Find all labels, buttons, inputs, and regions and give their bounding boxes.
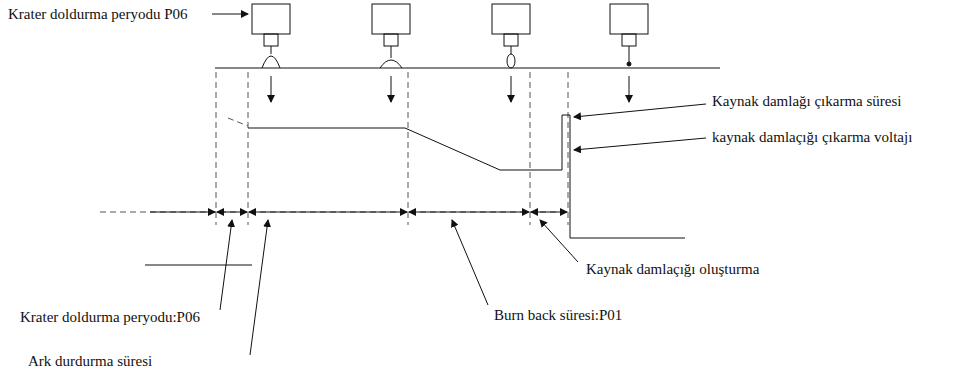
time-label: Burn back süresi:P01 [492,306,624,324]
torch-4 [610,4,648,66]
time-label: Ark durdurma süresi [26,352,154,370]
period-label: Krater doldurma peryodu:P06 [18,308,202,326]
period-label: Krater doldurma peryodu P06 [6,5,190,23]
voltage-label: kaynak damlaçığı çıkarma voltajı [710,128,914,146]
torch-3 [492,4,530,68]
torch-1 [252,4,290,68]
time-label: Kaynak damlağı çıkarma süresi [710,92,904,110]
torch-2 [372,4,410,68]
phase-label: Kaynak damlaçığı oluşturma [584,260,761,278]
